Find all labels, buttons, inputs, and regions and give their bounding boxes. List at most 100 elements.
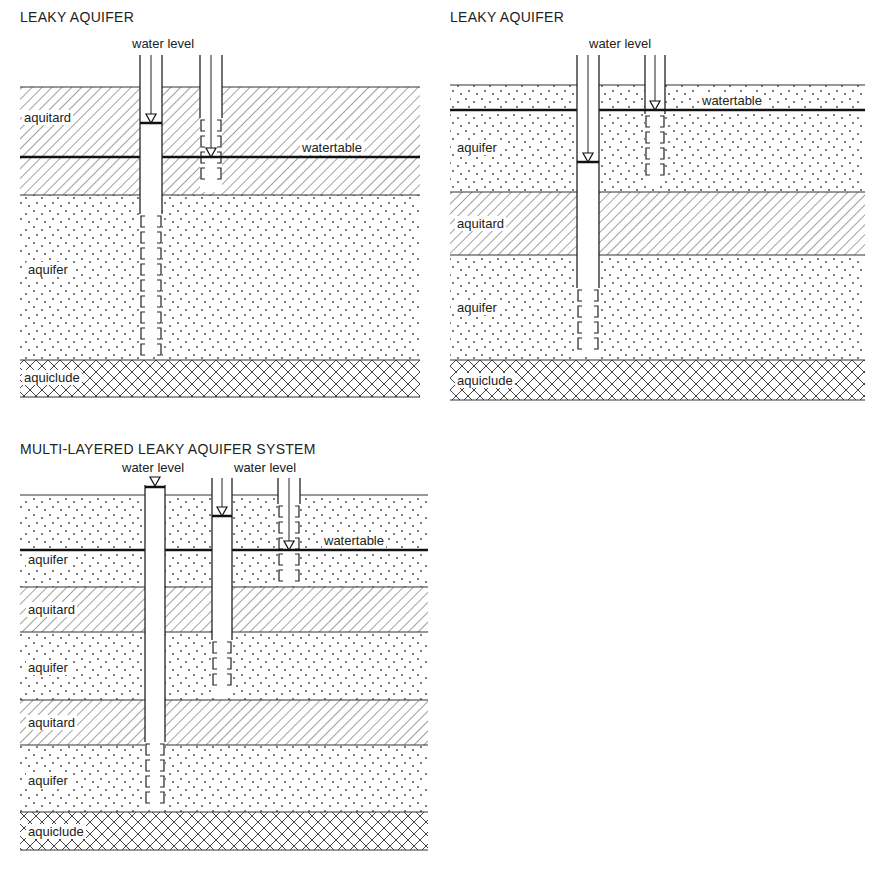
stratum-label: aquitard [22,110,73,125]
water-level-label: water level [120,460,186,475]
well-screen [578,306,582,317]
panel-title: LEAKY AQUIFER [450,10,564,25]
stratum-label: aquifer [26,552,70,567]
well-screen [213,674,217,685]
well-screen [217,168,221,179]
panel-title: MULTI-LAYERED LEAKY AQUIFER SYSTEM [20,442,316,457]
water-level-marker [583,153,593,162]
well-screen [295,554,299,565]
water-level-marker [650,101,660,110]
well-screen [295,506,299,517]
stratum-fill [20,700,428,745]
well-screen [141,280,145,291]
well-screen [578,338,582,349]
stratum-label: aquiclude [22,370,82,385]
well-bore [278,478,300,586]
stratum-boundary [450,359,865,360]
well-screen [295,570,299,581]
well-bore [145,485,165,808]
well-screen [157,328,161,339]
stratum-boundary [20,699,428,700]
water-level-marker [150,477,160,486]
well-casing [164,485,165,742]
well-screen [594,306,598,317]
watertable-label: watertable [700,93,764,108]
well-screen [141,296,145,307]
well-screen [660,164,664,175]
well-screen [160,792,164,803]
well-screen [594,290,598,301]
stratum-label: aquifer [26,262,70,277]
well-screen [279,522,283,533]
stratum-label: aquiclude [455,373,515,388]
water-level-label: water level [232,460,298,475]
well-screen [146,760,150,771]
stratum-fill [450,360,865,400]
well-bore [140,55,162,356]
well-bore [200,55,222,192]
stratum-label: aquifer [455,300,499,315]
well-bore [212,478,232,696]
stratum-fill [20,745,428,812]
well-screen [141,312,145,323]
well-casing [221,55,222,118]
water-level-arrow [588,55,589,153]
well-screen [660,116,664,127]
water-level-arrow [211,55,212,148]
well-screen [157,264,161,275]
water-level-arrow [655,55,656,101]
well-screen [201,120,205,131]
well-screen [213,642,217,653]
well-screen [217,136,221,147]
well-screen [141,248,145,259]
well-screen [578,322,582,333]
well-screen [594,322,598,333]
well-screen [160,760,164,771]
well-screen [157,248,161,259]
well-casing [598,55,599,288]
well-screen [141,232,145,243]
well-screen [646,148,650,159]
stratum-boundary [20,744,428,745]
stratum-label: aquifer [455,140,499,155]
well-screen [157,296,161,307]
stratum-label: aquitard [26,715,77,730]
water-level-arrow [222,478,223,507]
water-level-label: water level [130,36,196,51]
stratum-label: aquifer [26,773,70,788]
watertable-label: watertable [322,533,386,548]
stratum-label: aquitard [455,216,506,231]
water-level-label: water level [587,36,653,51]
well-screen [227,658,231,669]
stratum-boundary [450,400,865,401]
well-screen [146,792,150,803]
well-screen [157,280,161,291]
well-casing [211,478,212,640]
stratum-label: aquiclude [26,824,86,839]
well-bore [577,55,599,356]
well-screen [227,642,231,653]
well-casing [199,55,200,118]
well-screen [157,216,161,227]
water-level-marker [146,114,156,123]
watertable-line [20,156,420,159]
stratum-boundary [20,194,420,195]
well-screen [160,744,164,755]
well-screen [201,136,205,147]
stratum-label: aquifer [26,660,70,675]
well-screen [160,776,164,787]
stratum-boundary [450,191,865,192]
well-screen [213,658,217,669]
well-screen [279,506,283,517]
well-screen [141,216,145,227]
well-screen [646,116,650,127]
well-screen [279,554,283,565]
well-bore [645,55,665,186]
wells [140,55,665,808]
well-casing [139,55,140,214]
water-level-marker [284,541,294,550]
stratum-label: aquitard [26,602,77,617]
well-screen [295,538,299,549]
well-screen [646,164,650,175]
